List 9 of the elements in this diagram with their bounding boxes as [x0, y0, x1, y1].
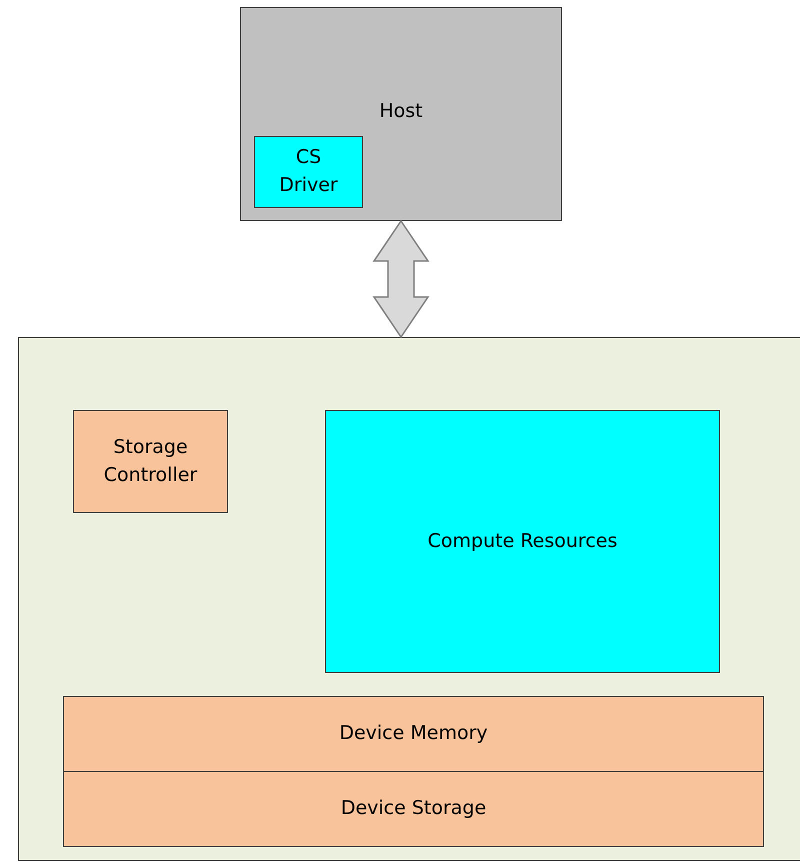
memory-box: Device Memory [63, 696, 764, 772]
controller-box: Storage Controller [73, 410, 228, 513]
host-box [240, 7, 562, 221]
compute-box: Compute Resources [325, 410, 720, 673]
double-arrow [372, 220, 430, 338]
box-title: Host [378, 99, 424, 124]
storage-box: Device Storage [63, 771, 764, 847]
device-box [18, 337, 800, 861]
driver-box: CS Driver [254, 136, 363, 208]
